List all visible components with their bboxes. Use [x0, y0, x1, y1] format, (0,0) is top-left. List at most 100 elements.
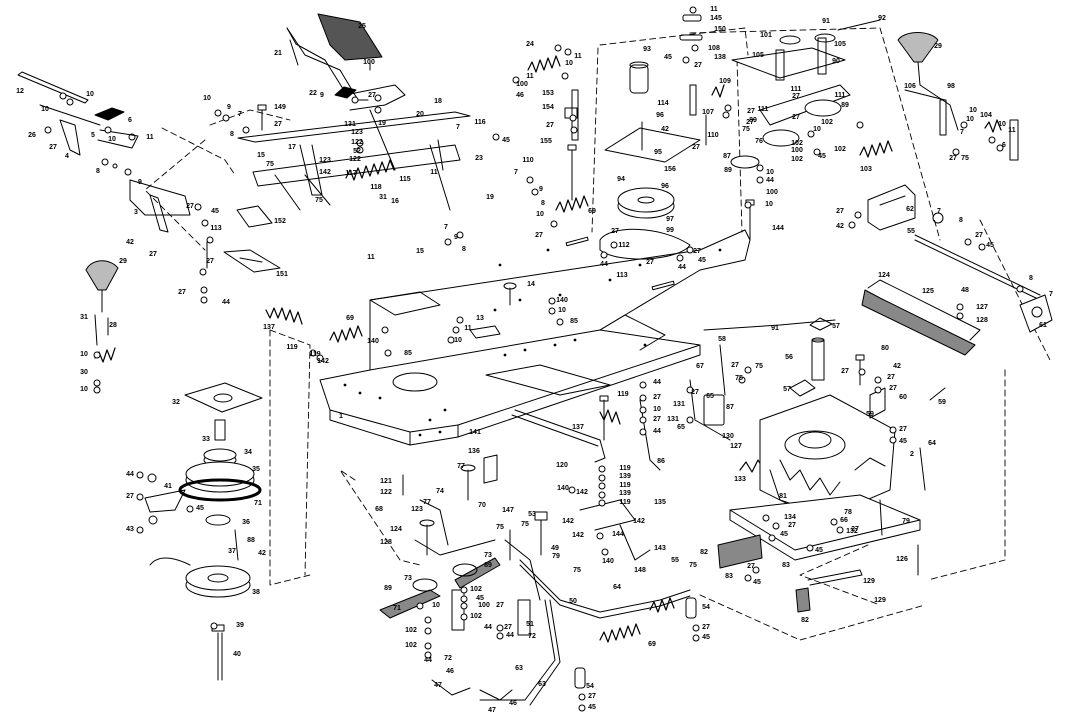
part-callout-12[interactable]: 12: [16, 88, 24, 95]
part-callout-44[interactable]: 44: [653, 379, 661, 386]
part-callout-93[interactable]: 93: [643, 46, 651, 53]
part-callout-75[interactable]: 75: [961, 155, 969, 162]
part-callout-131[interactable]: 131: [673, 401, 685, 408]
part-callout-73[interactable]: 73: [404, 575, 412, 582]
part-callout-27[interactable]: 27: [889, 385, 897, 392]
part-callout-127[interactable]: 127: [976, 304, 988, 311]
part-callout-53[interactable]: 53: [528, 511, 536, 518]
part-callout-106[interactable]: 106: [904, 83, 916, 90]
part-callout-27[interactable]: 27: [588, 693, 596, 700]
part-callout-150[interactable]: 150: [714, 26, 726, 33]
part-callout-39[interactable]: 39: [236, 622, 244, 629]
part-callout-119[interactable]: 119: [309, 351, 321, 358]
part-callout-142[interactable]: 142: [576, 489, 588, 496]
part-callout-140[interactable]: 140: [556, 297, 568, 304]
part-callout-6[interactable]: 6: [128, 117, 132, 124]
part-callout-130[interactable]: 130: [722, 433, 734, 440]
part-callout-90[interactable]: 90: [832, 58, 840, 65]
part-callout-129[interactable]: 129: [863, 578, 875, 585]
part-callout-27[interactable]: 27: [504, 624, 512, 631]
part-callout-25[interactable]: 25: [358, 23, 366, 30]
part-callout-32[interactable]: 32: [172, 399, 180, 406]
part-callout-102[interactable]: 102: [834, 146, 846, 153]
part-callout-11[interactable]: 11: [464, 325, 472, 332]
part-callout-107[interactable]: 107: [702, 109, 714, 116]
part-callout-139[interactable]: 139: [619, 473, 631, 480]
part-callout-44[interactable]: 44: [678, 264, 686, 271]
part-callout-71[interactable]: 71: [254, 500, 262, 507]
part-callout-27[interactable]: 27: [653, 416, 661, 423]
part-callout-8[interactable]: 8: [541, 200, 545, 207]
part-callout-87[interactable]: 87: [723, 153, 731, 160]
part-callout-27[interactable]: 27: [792, 93, 800, 100]
part-callout-44[interactable]: 44: [484, 624, 492, 631]
part-callout-51[interactable]: 51: [526, 621, 534, 628]
part-callout-27[interactable]: 27: [535, 232, 543, 239]
part-callout-102[interactable]: 102: [405, 642, 417, 649]
part-callout-82[interactable]: 82: [700, 549, 708, 556]
part-callout-22[interactable]: 22: [309, 90, 317, 97]
part-callout-75[interactable]: 75: [315, 197, 323, 204]
part-callout-45[interactable]: 45: [818, 153, 826, 160]
part-callout-63[interactable]: 63: [538, 681, 546, 688]
part-callout-68[interactable]: 68: [375, 506, 383, 513]
part-callout-102[interactable]: 102: [470, 586, 482, 593]
part-callout-152[interactable]: 152: [274, 218, 286, 225]
part-callout-27[interactable]: 27: [546, 122, 554, 129]
part-callout-4[interactable]: 4: [65, 153, 69, 160]
part-callout-27[interactable]: 27: [496, 602, 504, 609]
part-callout-42[interactable]: 42: [126, 239, 134, 246]
part-callout-11[interactable]: 11: [1008, 127, 1016, 134]
part-callout-10[interactable]: 10: [813, 126, 821, 133]
part-callout-29[interactable]: 29: [119, 258, 127, 265]
part-callout-74[interactable]: 74: [436, 488, 444, 495]
part-callout-100[interactable]: 100: [478, 602, 490, 609]
part-callout-63[interactable]: 63: [515, 665, 523, 672]
part-callout-41[interactable]: 41: [164, 483, 172, 490]
part-callout-96[interactable]: 96: [661, 183, 669, 190]
part-callout-27[interactable]: 27: [653, 394, 661, 401]
part-callout-42[interactable]: 42: [258, 550, 266, 557]
part-callout-142[interactable]: 142: [572, 532, 584, 539]
part-callout-131[interactable]: 131: [344, 121, 356, 128]
part-callout-100[interactable]: 100: [791, 147, 803, 154]
part-callout-79[interactable]: 79: [552, 553, 560, 560]
part-callout-27[interactable]: 27: [368, 92, 376, 99]
part-callout-50[interactable]: 50: [569, 598, 577, 605]
part-callout-119[interactable]: 119: [286, 344, 298, 351]
part-callout-133[interactable]: 133: [734, 476, 746, 483]
part-callout-46[interactable]: 46: [446, 668, 454, 675]
part-callout-123[interactable]: 123: [319, 157, 331, 164]
part-callout-10[interactable]: 10: [80, 351, 88, 358]
part-callout-57[interactable]: 57: [832, 323, 840, 330]
part-callout-142[interactable]: 142: [319, 169, 331, 176]
part-callout-102[interactable]: 102: [405, 627, 417, 634]
part-callout-10[interactable]: 10: [108, 136, 116, 143]
part-callout-10[interactable]: 10: [966, 116, 974, 123]
part-callout-62[interactable]: 62: [906, 206, 914, 213]
part-callout-129[interactable]: 129: [874, 597, 886, 604]
part-callout-111[interactable]: 111: [790, 86, 802, 93]
part-callout-16[interactable]: 16: [391, 198, 399, 205]
part-callout-27[interactable]: 27: [746, 119, 754, 126]
part-callout-10[interactable]: 10: [653, 406, 661, 413]
part-callout-48[interactable]: 48: [961, 287, 969, 294]
part-callout-148[interactable]: 148: [634, 567, 646, 574]
part-callout-75[interactable]: 75: [521, 521, 529, 528]
part-callout-42[interactable]: 42: [661, 126, 669, 133]
part-callout-44[interactable]: 44: [653, 428, 661, 435]
part-callout-21[interactable]: 21: [274, 50, 282, 57]
part-callout-65[interactable]: 65: [706, 393, 714, 400]
part-callout-10[interactable]: 10: [432, 602, 440, 609]
part-callout-46[interactable]: 46: [516, 92, 524, 99]
part-callout-33[interactable]: 33: [202, 436, 210, 443]
part-callout-27[interactable]: 27: [747, 108, 755, 115]
part-callout-132[interactable]: 132: [846, 528, 858, 535]
part-callout-15[interactable]: 15: [257, 152, 265, 159]
part-callout-134[interactable]: 134: [784, 514, 796, 521]
part-callout-29[interactable]: 29: [934, 43, 942, 50]
part-callout-19[interactable]: 19: [486, 194, 494, 201]
part-callout-42[interactable]: 42: [893, 363, 901, 370]
part-callout-71[interactable]: 71: [393, 605, 401, 612]
part-callout-141[interactable]: 141: [469, 429, 481, 436]
